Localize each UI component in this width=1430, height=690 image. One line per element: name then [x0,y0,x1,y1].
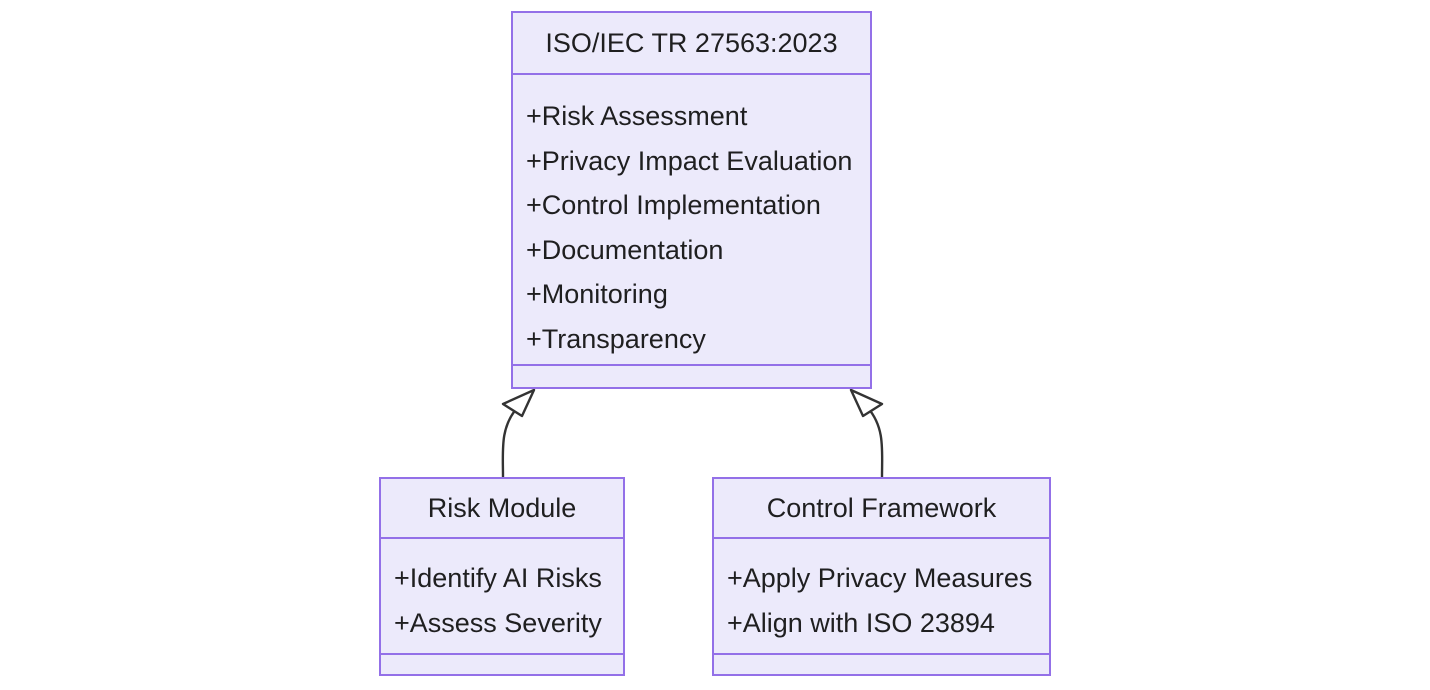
class-name-control-framework: Control Framework [714,479,1049,539]
class-member: +Privacy Impact Evaluation [526,145,853,176]
uml-class-control-framework[interactable]: Control Framework +Apply Privacy Measure… [712,477,1051,676]
class-name-iso-standard: ISO/IEC TR 27563:2023 [513,13,870,75]
class-member: +Monitoring [526,279,668,309]
class-member: +Align with ISO 23894 [727,608,995,638]
class-member: +Transparency [526,323,706,354]
class-name-risk-module: Risk Module [381,479,623,539]
edge-line-risk-module [501,406,519,479]
class-footer-risk-module [381,655,623,674]
hollow-triangle-arrowhead-icon [501,388,536,418]
class-member: +Control Implementation [526,190,821,220]
generalization-edge-risk-module [501,388,536,479]
class-members-control-framework: +Apply Privacy Measures +Align with ISO … [714,539,1049,655]
class-member: +Assess Severity [394,608,602,638]
class-member: +Risk Assessment [526,101,748,131]
class-member: +Identify AI Risks [394,563,602,593]
hollow-triangle-arrowhead-icon [849,388,884,418]
uml-class-iso-standard[interactable]: ISO/IEC TR 27563:2023 +Risk Assessment +… [511,11,872,389]
edge-line-control-framework [866,406,884,479]
class-footer-iso-standard [513,366,870,387]
generalization-edge-control-framework [849,388,884,479]
class-members-iso-standard: +Risk Assessment +Privacy Impact Evaluat… [513,75,870,366]
class-member: +Apply Privacy Measures [727,563,1033,593]
class-member: +Documentation [526,234,724,265]
class-members-risk-module: +Identify AI Risks +Assess Severity [381,539,623,655]
uml-class-risk-module[interactable]: Risk Module +Identify AI Risks +Assess S… [379,477,625,676]
class-footer-control-framework [714,655,1049,674]
